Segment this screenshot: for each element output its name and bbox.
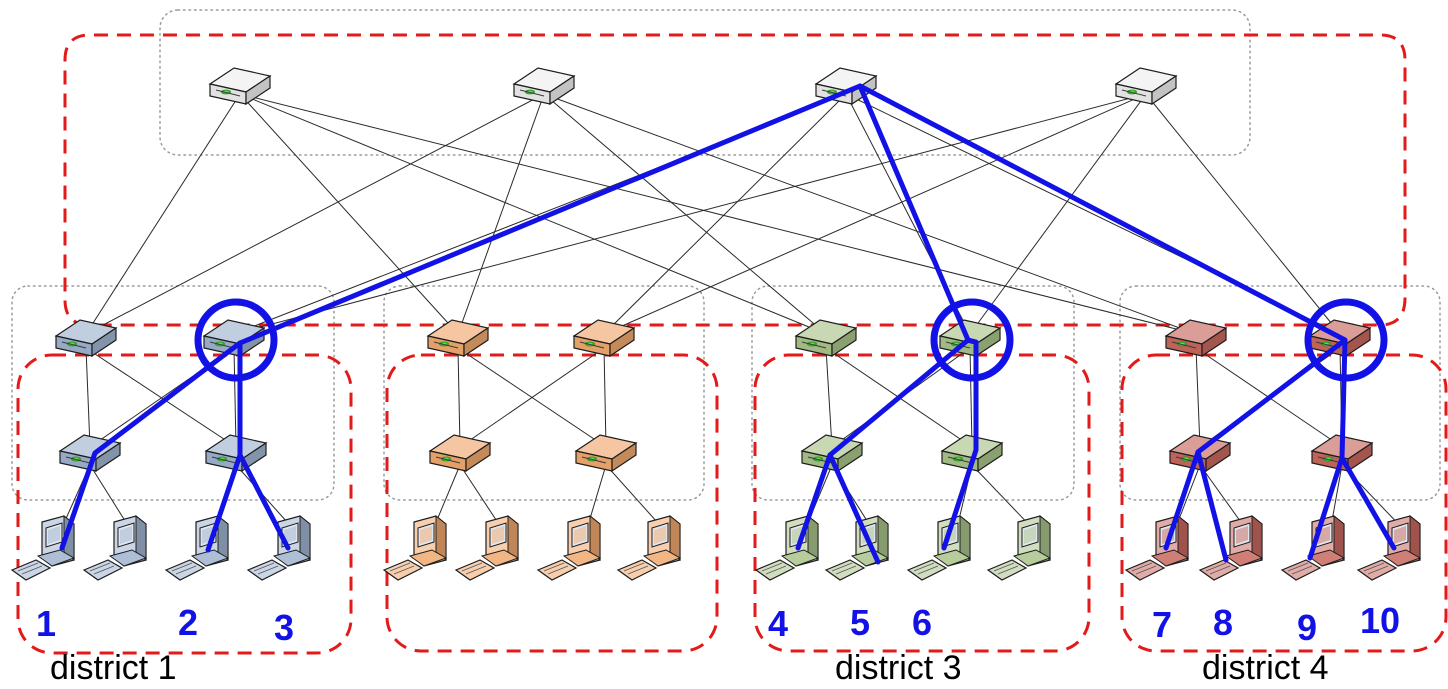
core-agg-link: [85, 93, 545, 335]
host-computer-icon-2-4: [616, 514, 682, 581]
host-computer-icon-3-2: [824, 514, 890, 581]
aggregation-switch-icon-1-1: [54, 319, 118, 358]
core-agg-link: [543, 93, 827, 335]
pod-dotted-boundary-4: [1119, 285, 1441, 501]
highlight-paths-layer: [59, 83, 1397, 565]
host-computer-icon-4-2: [1198, 514, 1264, 581]
agg-edge-link: [603, 347, 607, 448]
pod-dotted-boundary-2: [383, 285, 705, 501]
core-agg-link: [969, 93, 1147, 335]
highlight-path-7: [857, 83, 1348, 551]
agg-edge-link: [825, 347, 833, 448]
links-layer: [59, 93, 1407, 533]
highlight-path-10: [1339, 455, 1397, 551]
host-computer-icon-4-1: [1124, 514, 1190, 581]
core-dashed-boundary: [63, 33, 1407, 327]
highlight-path-8: [1195, 449, 1229, 563]
highlight-path-1: [59, 83, 863, 551]
core-agg-link: [1145, 93, 1341, 335]
core-agg-link: [543, 93, 1197, 335]
core-switch-icon-2: [512, 67, 576, 106]
aggregation-switch-icon-3-1: [794, 319, 858, 358]
district-dashed-boundary-1: [16, 353, 353, 655]
core-agg-link: [239, 93, 1197, 335]
aggregation-switch-icon-4-1: [1164, 319, 1228, 358]
district-dashed-boundary-3: [753, 353, 1091, 653]
highlight-circle-2: [930, 298, 1014, 382]
core-switch-icon-4: [1114, 67, 1178, 106]
core-agg-link: [239, 93, 459, 335]
core-agg-link: [603, 93, 847, 335]
highlight-path-3: [237, 452, 291, 551]
edge-switch-icon-2-1: [428, 434, 492, 473]
agg-edge-link: [85, 347, 237, 448]
highlight-circle-3: [1304, 298, 1388, 382]
host-computer-icon-3-3: [906, 514, 972, 581]
edge-switch-icon-2-2: [574, 434, 638, 473]
core-agg-link: [603, 93, 1147, 335]
highlight-path-4: [795, 83, 971, 551]
aggregation-switch-icon-4-2: [1308, 319, 1372, 358]
host-computer-icon-2-3: [536, 514, 602, 581]
aggregation-switch-icon-2-1: [426, 319, 490, 358]
host-computer-icon-2-1: [382, 514, 448, 581]
district-dashed-boundary-4: [1120, 353, 1448, 653]
edge-switch-icon-1-2: [204, 434, 268, 473]
host-computer-icon-1-2: [82, 514, 148, 581]
agg-edge-link: [459, 347, 605, 448]
agg-edge-link: [233, 347, 237, 448]
district-dashed-boundary-2: [385, 353, 719, 653]
pod-dotted-boundary-3: [751, 285, 1075, 501]
core-agg-link: [457, 93, 545, 335]
aggregation-switch-icon-2-2: [572, 319, 636, 358]
highlight-path-6: [941, 337, 979, 551]
core-agg-link: [85, 93, 241, 335]
agg-edge-link: [969, 347, 973, 448]
host-computer-icon-1-1: [10, 514, 76, 581]
agg-edge-link: [85, 347, 91, 448]
host-computer-icon-4-4: [1356, 514, 1422, 581]
core-agg-link: [239, 93, 827, 335]
highlight-path-5: [827, 452, 881, 565]
core-switch-icon-1: [208, 67, 272, 106]
host-computer-icon-3-4: [986, 514, 1052, 581]
highlight-circle-1: [194, 298, 278, 382]
agg-edge-link: [1195, 347, 1201, 448]
agg-edge-link: [457, 347, 461, 448]
edge-switch-icon-1-1: [58, 434, 122, 473]
host-computer-icon-3-1: [754, 514, 820, 581]
host-computer-icon-2-2: [454, 514, 520, 581]
pod-dotted-boundary-1: [11, 285, 335, 501]
core-dotted-boundary: [159, 9, 1251, 156]
core-agg-link: [233, 93, 1147, 335]
boundaries-layer: [11, 9, 1448, 655]
